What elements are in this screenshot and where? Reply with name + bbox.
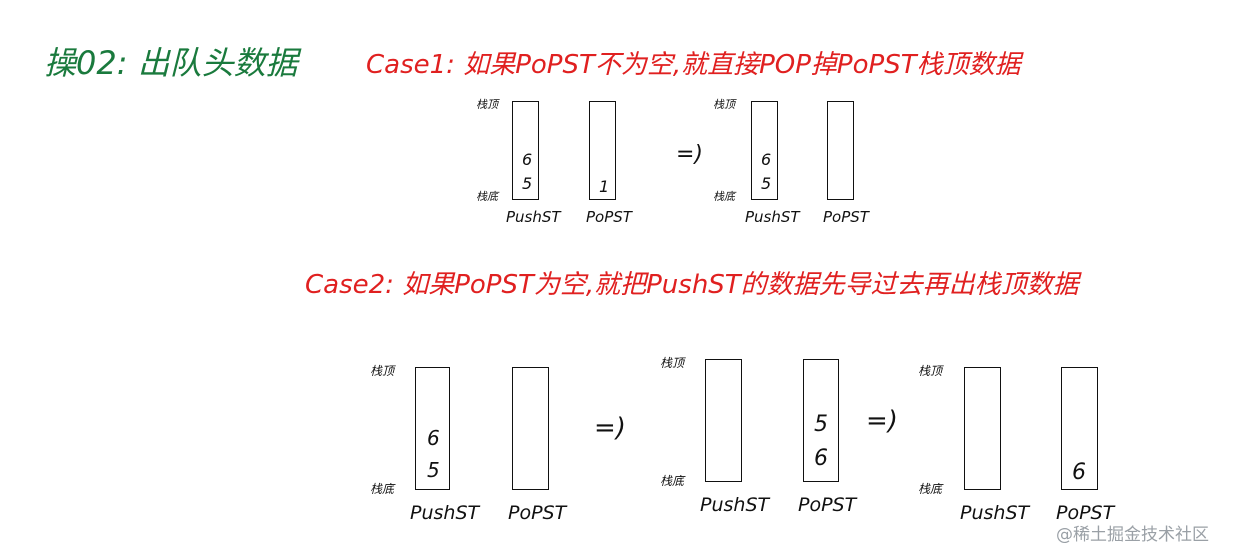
- pop-stack-label: PoPST: [508, 502, 567, 524]
- push-stack: [964, 367, 1001, 490]
- push-stack-label: PushST: [745, 208, 800, 226]
- stack-value: 6: [814, 446, 828, 471]
- stack-top-tag: 栈顶: [476, 98, 498, 111]
- pop-stack-label: PoPST: [798, 494, 857, 516]
- stack-top-tag: 栈顶: [370, 364, 395, 378]
- stack-top-tag: 栈顶: [713, 98, 735, 111]
- pop-stack: 5 6: [803, 359, 839, 482]
- stack-bottom-tag: 栈底: [370, 482, 395, 496]
- push-stack-label: PushST: [506, 208, 561, 226]
- stack-value: 1: [599, 177, 610, 196]
- push-stack: 6 5: [512, 101, 539, 200]
- transition-arrow: =): [676, 142, 704, 167]
- pop-stack-label: PoPST: [823, 208, 869, 226]
- pop-stack-label: PoPST: [1056, 502, 1115, 524]
- transition-arrow: =): [866, 406, 898, 436]
- push-stack: [705, 359, 742, 482]
- stack-bottom-tag: 栈底: [713, 190, 735, 203]
- push-stack: 6 5: [751, 101, 778, 200]
- stack-value: 5: [427, 458, 440, 482]
- stack-value: 5: [522, 174, 533, 193]
- stack-value: 6: [1072, 460, 1086, 485]
- stack-value: 6: [427, 426, 440, 450]
- pop-stack: 6: [1061, 367, 1098, 490]
- push-stack-label: PushST: [960, 502, 1030, 524]
- stack-bottom-tag: 栈底: [660, 474, 685, 488]
- case2-title: Case2: 如果PoPST为空,就把PushST的数据先导过去再出栈顶数据: [305, 270, 1079, 300]
- pop-stack-label: PoPST: [586, 208, 632, 226]
- case1-title: Case1: 如果PoPST不为空,就直接POP掉PoPST栈顶数据: [366, 50, 1021, 80]
- watermark: @稀土掘金技术社区: [1056, 525, 1209, 545]
- push-stack: 6 5: [415, 367, 450, 490]
- stack-top-tag: 栈顶: [660, 356, 685, 370]
- transition-arrow: =): [594, 413, 626, 443]
- pop-stack: 1: [589, 101, 616, 200]
- stack-bottom-tag: 栈底: [476, 190, 498, 203]
- push-stack-label: PushST: [700, 494, 770, 516]
- section-heading: 操02: 出队头数据: [44, 44, 298, 82]
- pop-stack: [512, 367, 549, 490]
- stack-value: 6: [522, 150, 533, 169]
- pop-stack: [827, 101, 854, 200]
- stack-value: 5: [814, 412, 828, 437]
- push-stack-label: PushST: [410, 502, 480, 524]
- stack-top-tag: 栈顶: [918, 364, 943, 378]
- stack-value: 5: [761, 174, 772, 193]
- stack-bottom-tag: 栈底: [918, 482, 943, 496]
- stack-value: 6: [761, 150, 772, 169]
